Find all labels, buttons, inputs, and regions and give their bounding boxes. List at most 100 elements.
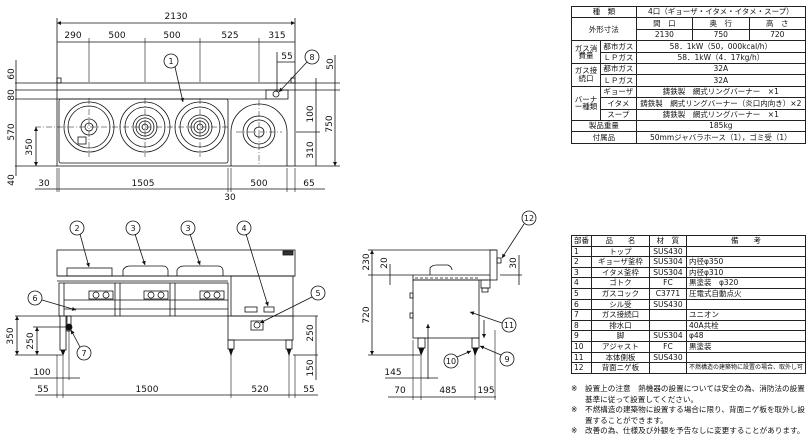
size-value: 720 (748, 28, 807, 42)
lp-gas-label: ＬＰガス (600, 74, 637, 87)
note-mark: ※ (571, 384, 578, 393)
dim-left: 250 (26, 332, 36, 349)
part-remarks: φ48 (685, 330, 807, 342)
burner-name: スープ (600, 108, 637, 121)
callout-number: 1 (168, 57, 173, 66)
dim-right: 250 (306, 324, 316, 341)
dim-bottom: 55 (303, 385, 314, 395)
part-number: 4 (571, 277, 592, 289)
consumption-city: 58．1kW（50，000kcal/h） (635, 40, 807, 53)
dim-left: 40 (7, 174, 17, 186)
part-name: 本体側板 (591, 351, 650, 364)
note-text: 設置上の注意 熱機器の設置については安全の為、消防法の設置基準に従って設置してく… (585, 384, 805, 404)
column-header: 部番 (571, 235, 592, 247)
part-number: 2 (571, 256, 592, 268)
dim-left: 80 (7, 89, 17, 101)
part-name: シル受 (591, 298, 650, 311)
burner-value: 鋳鉄製 網式リングバーナー ×1 (635, 108, 807, 121)
part-number: 6 (571, 298, 592, 311)
dim-left: 720 (362, 306, 372, 323)
dim-bottom: 485 (439, 386, 456, 396)
dim-left: 570 (7, 123, 17, 140)
dim-left: 230 (362, 253, 372, 270)
dim-segment: 315 (268, 31, 285, 41)
burner-value: 鋳鉄製 網式リングバーナー（炎口内向き）×2 (635, 97, 807, 110)
dim-segment: 500 (163, 31, 180, 41)
part-material: SUS430 (648, 298, 687, 311)
dim-left: 350 (6, 327, 16, 344)
lp-gas-label: ＬＰガス (600, 51, 637, 64)
size-label: 外形寸法 (571, 17, 637, 42)
gas-cock-knobs-icon (88, 290, 225, 300)
dim-left: 60 (7, 68, 17, 80)
dim-bottom: 520 (251, 385, 268, 395)
column-header: 材 質 (648, 235, 687, 247)
note-text: 不燃構造の建築物に設置する場合に限り、背面ニゲ板を取外し設置することができます。 (585, 405, 805, 425)
part-remarks (685, 351, 807, 364)
part-name: ゴトク (591, 277, 650, 289)
dim-segment: 500 (108, 31, 125, 41)
part-name: 背面ニゲ板 (591, 362, 650, 374)
dim-bottom: 30 (224, 193, 236, 203)
dim-bottom: 500 (250, 179, 267, 189)
callout-number: 8 (309, 53, 314, 62)
dim-right: 150 (306, 359, 316, 376)
part-number: 8 (571, 319, 592, 332)
dim-left: 20 (380, 257, 390, 269)
callout-number: 9 (504, 355, 509, 364)
part-material (648, 309, 687, 321)
burner-label: バーナー種類 (571, 85, 601, 121)
note: ※ 設置上の注意 熱機器の設置については安全の為、消防法の設置基準に従って設置して… (571, 384, 807, 405)
part-name: ギョーザ釜枠 (591, 256, 650, 268)
consumption-lp: 58．1kW（4．17kg/h） (635, 51, 807, 64)
size-header: 高 さ (748, 17, 807, 30)
burner-name: イタメ (600, 97, 637, 110)
connection-lp: 32A (635, 74, 807, 87)
part-number: 9 (571, 330, 592, 342)
dim-right: 310 (306, 141, 316, 158)
part-material: SUS430 (648, 245, 687, 258)
part-name: トップ (591, 245, 650, 258)
part-remarks: 内径φ310 (685, 266, 807, 279)
part-number: 5 (571, 287, 592, 300)
note: ※不燃構造の建築物に設置する場合に限り、背面ニゲ板を取外し設置することができます… (571, 405, 807, 426)
part-remarks (685, 245, 807, 258)
part-material: FC (648, 340, 687, 353)
part-name: ガスコック (591, 287, 650, 300)
city-gas-label: 都市ガス (600, 40, 637, 53)
front-view: 2 3 3 4 5 6 7 350 250 100 250 150 55 150… (6, 220, 326, 398)
part-remarks: 黒塗装 (685, 340, 807, 353)
burner-value: 鋳鉄製 網式リングバーナー ×1 (635, 85, 807, 99)
connection-city: 32A (635, 62, 807, 76)
part-remarks: 40A共栓 (685, 319, 807, 332)
dim-left: 350 (25, 138, 35, 155)
column-header: 品 名 (591, 235, 650, 247)
size-value: 2130 (635, 28, 694, 42)
callout-number: 3 (130, 224, 135, 233)
dim-drain-offset: 55 (281, 52, 292, 62)
callout-number: 6 (32, 294, 37, 303)
part-number: 10 (571, 340, 592, 353)
dim-segment: 525 (221, 31, 238, 41)
city-gas-label: 都市ガス (600, 62, 637, 76)
callout-number: 5 (315, 289, 320, 298)
dim-bottom: 30 (38, 179, 50, 189)
side-view: 12 11 10 9 230 20 720 30 145 70 485 195 (362, 210, 537, 400)
part-number: 3 (571, 266, 592, 279)
callout-number: 12 (524, 214, 534, 223)
top-view: 2130 290 500 500 525 315 55 (7, 12, 340, 203)
type-value: 4口（ギョーザ・イタメ・イタメ・スープ） (635, 5, 807, 19)
gas-connection-label: ガス接続口 (571, 62, 601, 87)
callout-number: 10 (446, 357, 456, 366)
column-header: 備 考 (685, 235, 807, 247)
dim-left: 100 (33, 368, 50, 378)
dim-right: 100 (306, 105, 316, 122)
part-name: 排水口 (591, 319, 650, 332)
